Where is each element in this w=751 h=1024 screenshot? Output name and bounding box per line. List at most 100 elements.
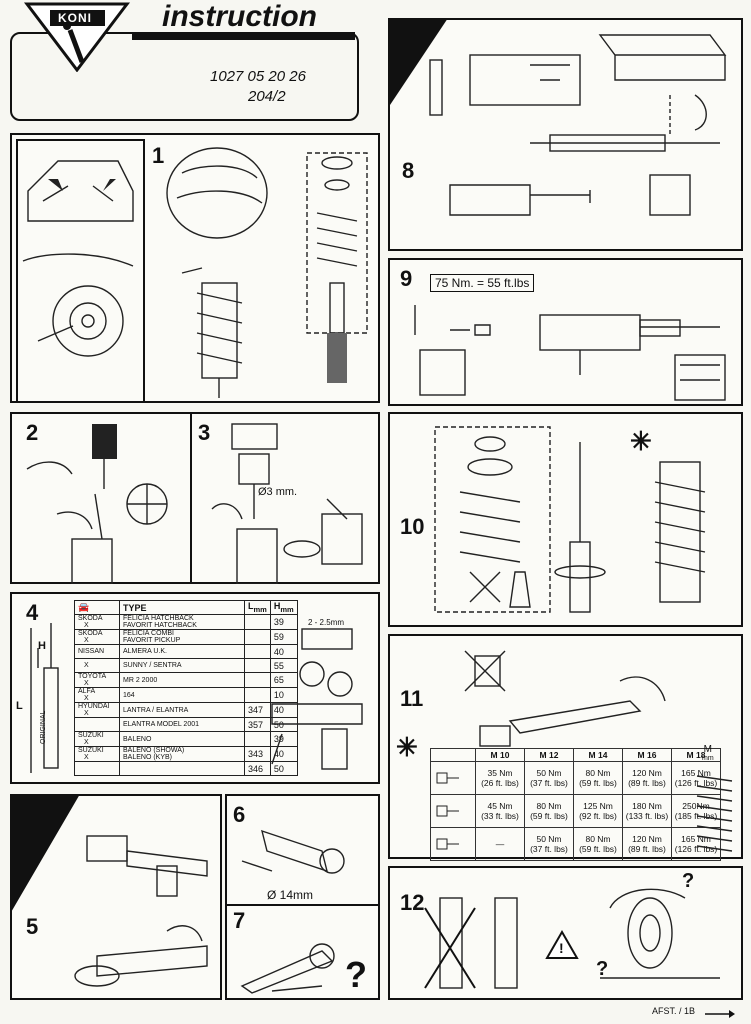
spec-h: 50 bbox=[269, 761, 298, 776]
torque-row: 45 Nm (33 ft. lbs)80 Nm (59 ft. lbs)125 … bbox=[430, 794, 721, 828]
step-4-h-label: H bbox=[38, 640, 46, 652]
torque-cell: 120 Nm (89 ft. lbs) bbox=[622, 827, 672, 861]
step-4-l-label: L bbox=[16, 700, 23, 712]
step-1-inset bbox=[16, 139, 145, 403]
step-3-illustration bbox=[211, 423, 363, 584]
step-12-panel: 12 ! ? ? bbox=[388, 866, 743, 1000]
m-unit-text: mm bbox=[702, 755, 714, 762]
step-7-question-icon: ? bbox=[345, 954, 367, 995]
step-4-vise-illustration bbox=[271, 628, 363, 770]
step-4-number: 4 bbox=[26, 600, 39, 625]
step-12-question-2: ? bbox=[596, 958, 609, 980]
step-11-illustration bbox=[464, 650, 666, 747]
torque-cell: 250Nm (185 ft. lbs) bbox=[671, 794, 721, 828]
m-label-text: M bbox=[703, 744, 712, 755]
torque-cell: 125 Nm (92 ft. lbs) bbox=[573, 794, 623, 828]
spec-header-l: Lmm bbox=[244, 600, 271, 615]
spec-header-type: TYPE bbox=[119, 600, 245, 615]
step-1-strut-illustration bbox=[166, 147, 368, 398]
spec-type: 164 bbox=[119, 687, 245, 703]
step-4-gauge-label: 2 - 2.5mm bbox=[308, 618, 345, 627]
step-3-number: 3 bbox=[198, 420, 211, 445]
step-2-panel: 2 bbox=[10, 412, 192, 584]
step-10-number: 10 bbox=[400, 514, 425, 539]
step-6-panel: 6 Ø 14mm bbox=[225, 794, 380, 906]
step-8-panel: 8 bbox=[388, 18, 743, 251]
torque-cell: — bbox=[475, 827, 525, 861]
torque-cell: 180 Nm (133 ft. lbs) bbox=[622, 794, 672, 828]
step-7-illustration bbox=[240, 943, 335, 994]
step-11-star-icon: ✳ bbox=[396, 732, 418, 762]
spec-header-car-icon: 🚘 bbox=[74, 600, 120, 615]
torque-cell: 80 Nm (59 ft. lbs) bbox=[524, 794, 574, 828]
brand-text: KONI bbox=[58, 11, 92, 25]
spec-type: BALENO (SHOWA)BALENO (KYB) bbox=[119, 746, 245, 762]
bolt-type-icon bbox=[430, 827, 476, 861]
step-1-panel: 1 bbox=[10, 133, 380, 403]
step-5-panel: 5 bbox=[10, 794, 222, 1000]
torque-header-cell: M 10 bbox=[475, 748, 525, 762]
step-5-corner-marker bbox=[10, 794, 80, 914]
step-5-number: 5 bbox=[26, 914, 39, 939]
step-3-drill-label: Ø3 mm. bbox=[258, 486, 298, 498]
spec-make bbox=[74, 717, 120, 732]
spec-table-header: 🚘 TYPE Lmm Hmm bbox=[74, 600, 298, 615]
bolt-thread-icon bbox=[696, 775, 733, 852]
torque-row: —50 Nm (37 ft. lbs)80 Nm (59 ft. lbs)120… bbox=[430, 827, 721, 861]
torque-header-cell: M 12 bbox=[524, 748, 574, 762]
header: KONI instruction 1027 05 20 26 204/2 bbox=[10, 0, 360, 121]
step-11-number: 11 bbox=[400, 686, 424, 711]
torque-cell: 80 Nm (59 ft. lbs) bbox=[573, 827, 623, 861]
spec-type: LANTRA / ELANTRA bbox=[119, 702, 245, 718]
torque-cell: 165 Nm (126 ft. lbs) bbox=[671, 827, 721, 861]
bolt-type-icon bbox=[430, 794, 476, 828]
step-9-illustration bbox=[414, 305, 726, 401]
warning-icon: ! bbox=[545, 930, 579, 960]
torque-header-cell: M 16 bbox=[622, 748, 672, 762]
step-2-number: 2 bbox=[26, 420, 39, 445]
step-12-illustration bbox=[424, 888, 720, 989]
torque-cell: 80 Nm (59 ft. lbs) bbox=[573, 761, 623, 795]
spec-type bbox=[119, 761, 245, 776]
step-9-number: 9 bbox=[400, 266, 413, 291]
spec-make: X bbox=[74, 658, 120, 673]
step-12-question-1: ? bbox=[682, 870, 695, 892]
spec-make: NISSAN bbox=[74, 644, 120, 659]
page-title: instruction bbox=[162, 0, 317, 33]
torque-cell: 165 Nm (126 ft. lbs) bbox=[671, 761, 721, 795]
step-10-panel: 10 ✳ bbox=[388, 412, 743, 627]
torque-header-blank bbox=[430, 748, 476, 762]
document-code: 1027 05 20 26 bbox=[210, 68, 306, 85]
step-3-panel: 3 Ø3 mm. bbox=[190, 412, 380, 584]
step-6-illustration bbox=[241, 829, 345, 874]
step-11-m-label: M mm bbox=[702, 744, 714, 762]
bolt-type-icon bbox=[430, 761, 476, 795]
header-title-bar bbox=[132, 32, 355, 40]
step-5-illustration bbox=[74, 835, 208, 987]
step-8-number: 8 bbox=[402, 158, 415, 183]
step-7-number: 7 bbox=[233, 908, 246, 933]
step-9-torque-label: 75 Nm. = 55 ft.lbs bbox=[430, 274, 535, 292]
torque-cell: 45 Nm (33 ft. lbs) bbox=[475, 794, 525, 828]
step-12-number: 12 bbox=[400, 890, 425, 915]
torque-cell: 50 Nm (37 ft. lbs) bbox=[524, 827, 574, 861]
torque-cell: 50 Nm (37 ft. lbs) bbox=[524, 761, 574, 795]
spec-type: BALENO bbox=[119, 731, 245, 747]
next-page-arrow-icon bbox=[705, 1010, 735, 1018]
